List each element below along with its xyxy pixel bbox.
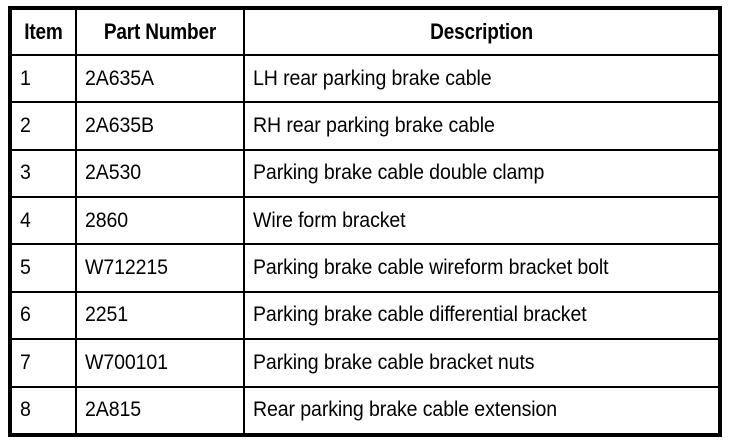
cell-description-value: Rear parking brake cable extension [253, 398, 558, 422]
cell-part-number: 2251 [75, 290, 245, 341]
cell-item-value: 6 [20, 303, 31, 327]
cell-part-number: W712215 [75, 243, 245, 293]
cell-item-value: 1 [20, 66, 31, 90]
cell-item: 3 [9, 148, 77, 199]
cell-description-value: Wire form bracket [253, 208, 406, 232]
table-row: 8 2A815 Rear parking brake cable extensi… [9, 385, 721, 437]
table-row: 6 2251 Parking brake cable differential … [9, 290, 721, 341]
table-row: 7 W700101 Parking brake cable bracket nu… [9, 338, 721, 388]
cell-part-number-value: W700101 [85, 350, 168, 374]
column-header-item: Item [11, 7, 75, 56]
column-header-part-number: Part Number [80, 7, 240, 56]
cell-item: 8 [9, 385, 77, 437]
cell-item-value: 4 [20, 208, 31, 232]
cell-part-number-value: W712215 [85, 256, 168, 280]
cell-description: Parking brake cable bracket nuts [243, 338, 721, 388]
table-header: Item Part Number Description [10, 7, 720, 56]
cell-description-value: Parking brake cable differential bracket [253, 303, 587, 327]
cell-description: RH rear parking brake cable [243, 101, 721, 151]
cell-item-value: 2 [20, 114, 31, 138]
column-header-description: Description [259, 7, 705, 56]
cell-part-number: 2A815 [75, 385, 245, 437]
cell-description-value: LH rear parking brake cable [253, 66, 492, 90]
cell-part-number-value: 2251 [85, 303, 129, 327]
table-row: 3 2A530 Parking brake cable double clamp [9, 148, 721, 199]
cell-item: 1 [9, 53, 77, 104]
cell-part-number-value: 2A635A [85, 66, 154, 90]
cell-part-number-value: 2A635B [85, 114, 154, 138]
table-row: 2 2A635B RH rear parking brake cable [9, 101, 721, 151]
cell-part-number: 2A635B [75, 101, 245, 151]
cell-part-number-value: 2A530 [85, 161, 142, 185]
cell-item: 7 [9, 338, 77, 388]
cell-item: 4 [9, 196, 77, 246]
table-row: 4 2860 Wire form bracket [9, 196, 721, 246]
cell-description: Parking brake cable double clamp [243, 148, 721, 199]
cell-description: Parking brake cable differential bracket [243, 290, 721, 341]
cell-part-number: W700101 [75, 338, 245, 388]
cell-item: 6 [9, 290, 77, 341]
cell-item-value: 3 [20, 161, 31, 185]
cell-description: Parking brake cable wireform bracket bol… [243, 243, 721, 293]
cell-part-number-value: 2860 [85, 208, 129, 232]
cell-description-value: RH rear parking brake cable [253, 114, 495, 138]
parts-table: Item Part Number Description 1 2A635A LH… [8, 6, 722, 437]
cell-description-value: Parking brake cable bracket nuts [253, 350, 535, 374]
column-header-item-label: Item [24, 19, 63, 45]
cell-part-number: 2A635A [75, 53, 245, 104]
column-header-description-label: Description [430, 19, 533, 45]
cell-item: 2 [9, 101, 77, 151]
table-row: 1 2A635A LH rear parking brake cable [9, 53, 721, 104]
cell-part-number-value: 2A815 [85, 398, 142, 422]
cell-part-number: 2A530 [75, 148, 245, 199]
cell-item-value: 8 [20, 398, 31, 422]
cell-item-value: 5 [20, 256, 31, 280]
cell-part-number: 2860 [75, 196, 245, 246]
cell-item: 5 [9, 243, 77, 293]
column-header-part-number-label: Part Number [103, 19, 217, 45]
table-body: 1 2A635A LH rear parking brake cable 2 2… [9, 53, 721, 437]
cell-item-value: 7 [20, 350, 31, 374]
table-row: 5 W712215 Parking brake cable wireform b… [9, 243, 721, 293]
cell-description: Rear parking brake cable extension [243, 385, 721, 437]
cell-description: Wire form bracket [243, 196, 721, 246]
cell-description-value: Parking brake cable double clamp [253, 161, 545, 185]
cell-description: LH rear parking brake cable [243, 53, 721, 104]
table-header-row: Item Part Number Description [10, 7, 720, 56]
cell-description-value: Parking brake cable wireform bracket bol… [253, 256, 609, 280]
